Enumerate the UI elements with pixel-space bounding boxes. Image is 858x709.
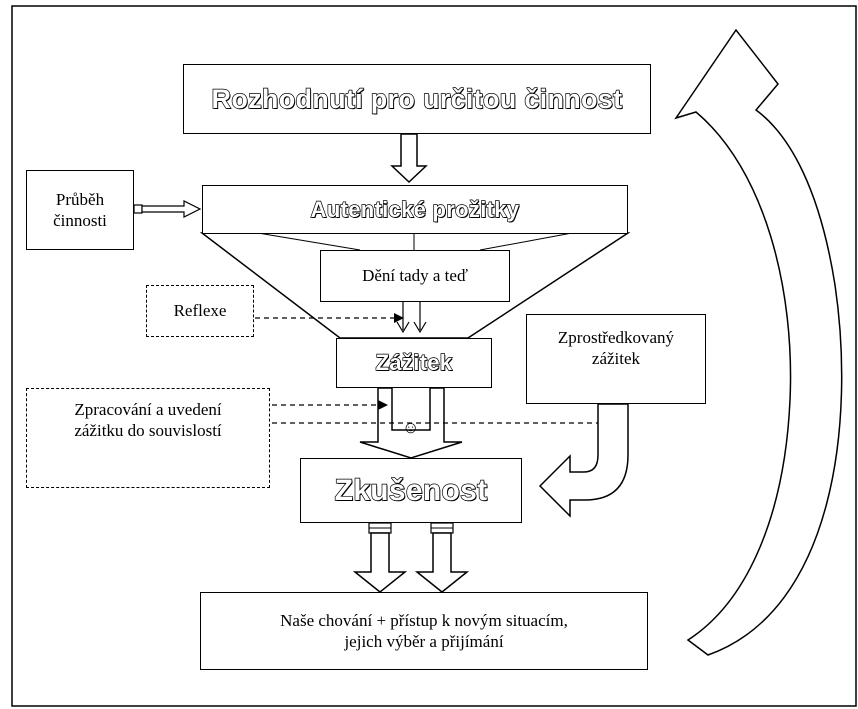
processing-line2: zážitku do souvislostí [74, 421, 222, 441]
processing-line1: Zpracování a uvedení [74, 400, 222, 419]
behavior-line1: Naše chování + přístup k novým situacím, [280, 610, 568, 630]
arrow-decision-to-authentic [390, 133, 428, 184]
arrow-knowledge-to-behavior-left [352, 532, 408, 593]
activity-course-line2: činnosti [53, 211, 107, 230]
arrow-knowledge-to-behavior-right [414, 532, 470, 593]
reflection-box: Reflexe [146, 285, 254, 337]
experience-label: Zážitek [375, 349, 453, 375]
page-border [11, 5, 857, 707]
funnel-line-left [257, 232, 361, 251]
arrow-activity-to-authentic [141, 200, 202, 218]
arrow-herenow-left [396, 302, 410, 334]
behavior-box: Naše chování + přístup k novým situacím,… [200, 592, 648, 670]
reflection-label: Reflexe [173, 301, 227, 321]
funnel-line-right [479, 232, 573, 251]
decision-box: Rozhodnutí pro určitou činnost [183, 64, 651, 134]
smiley-icon: ☺ [402, 418, 420, 437]
processing-box: Zpracování a uvedení zážitku do souvislo… [26, 388, 270, 488]
activity-course-box: Průběh činnosti [26, 170, 134, 250]
knowledge-label: Zkušenost [334, 473, 488, 507]
activity-course-line1: Průběh [55, 189, 105, 209]
mediated-line1: Zprostředkovaný [557, 328, 675, 347]
dashed-processing-1-head [378, 400, 388, 410]
mediated-line2: zážitek [591, 349, 641, 369]
feedback-loop-arrow [674, 28, 843, 656]
decision-label: Rozhodnutí pro určitou činnost [211, 83, 623, 114]
here-now-box: Dění tady a teď [320, 250, 510, 302]
here-now-label: Dění tady a teď [362, 266, 468, 286]
arrow-mediated-to-knowledge [538, 403, 629, 518]
knowledge-box: Zkušenost [300, 458, 522, 523]
authentic-experiences-box: Autentické prožitky [202, 185, 628, 234]
arrow-herenow-right [413, 302, 427, 334]
dashed-reflection-head [394, 313, 404, 323]
mediated-experience-box: Zprostředkovaný zážitek [526, 314, 706, 404]
authentic-label: Autentické prožitky [310, 196, 520, 222]
behavior-line2: jejich výběr a přijímání [344, 632, 504, 651]
experience-box: Zážitek [336, 338, 492, 388]
arrow-tail-square [133, 204, 143, 214]
